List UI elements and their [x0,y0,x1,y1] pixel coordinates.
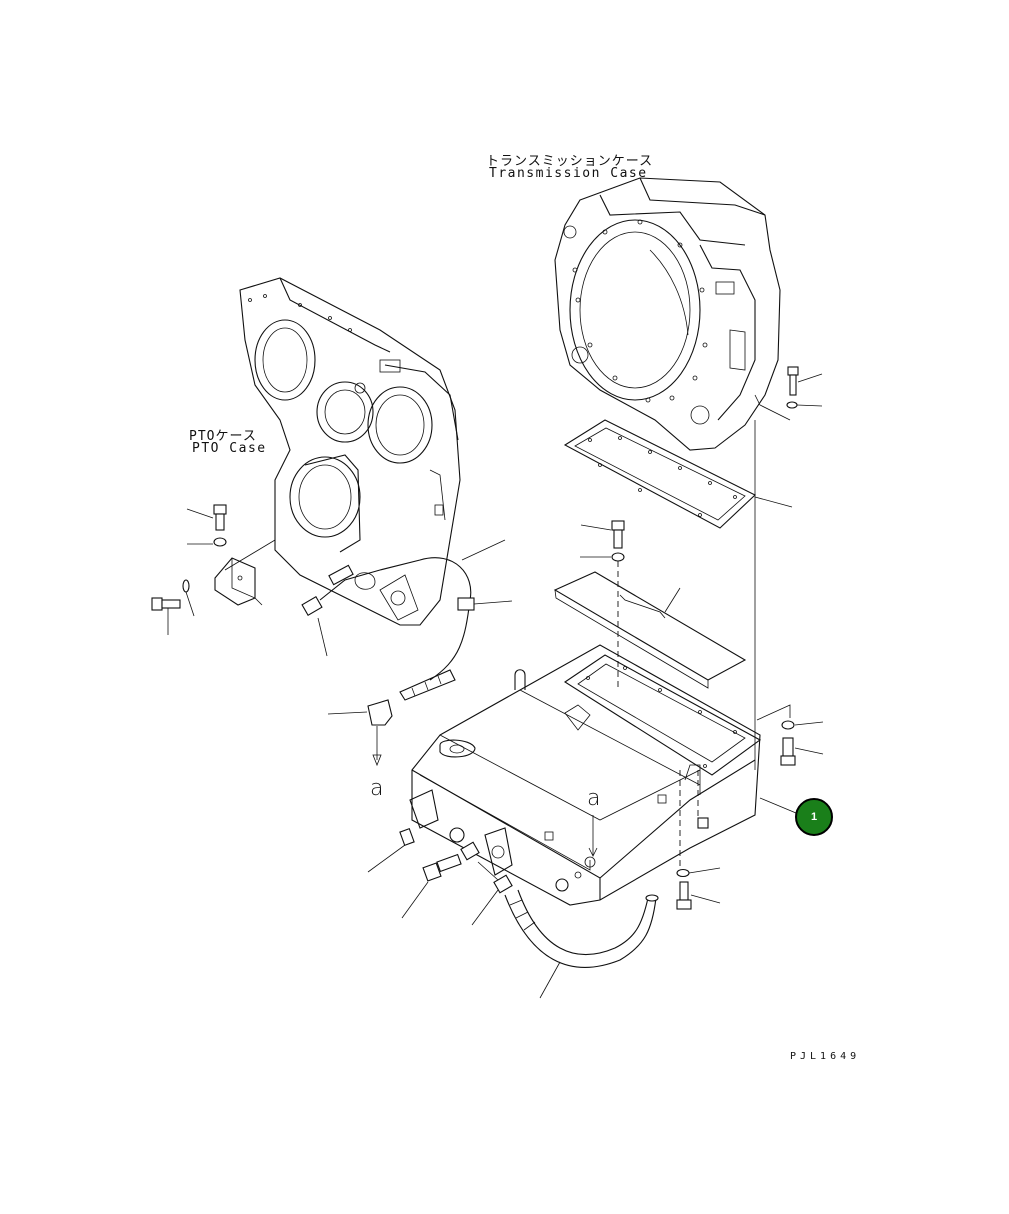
cover-plate [553,571,747,689]
oil-pan [409,644,809,906]
gasket-upper [563,419,793,529]
bolt-top-right [786,366,823,409]
section-mark-a-left: a [370,776,384,801]
callout-1[interactable]: 1 [795,798,833,836]
pto-bolt-side [151,579,195,635]
breather-hose [301,539,513,701]
bolt-middle [580,520,625,690]
gasket-lower [563,654,762,776]
pto-bracket [214,539,276,606]
oil-pan-drain-bolt [676,867,721,910]
transmission-case [554,177,791,770]
pto-bolt-top [186,504,227,547]
pto-case-label-en: PTO Case [192,441,267,456]
callout-number: 1 [810,811,818,823]
suction-hose [504,889,659,999]
pto-case [239,277,461,626]
pto-case-label-ja: PTOケース [189,429,257,444]
transmission-case-label-ja: トランスミッションケース [486,154,654,169]
hose-fitting [460,841,513,926]
oil-pan-bolt [401,853,462,919]
drain-plug [367,828,415,873]
transmission-case-label-en: Transmission Case [489,166,648,181]
drawing-code: PJL1649 [790,1051,861,1062]
bolt-right-lower [756,704,824,766]
section-mark-a-right: a [587,786,601,811]
elbow-fitting [327,699,393,767]
